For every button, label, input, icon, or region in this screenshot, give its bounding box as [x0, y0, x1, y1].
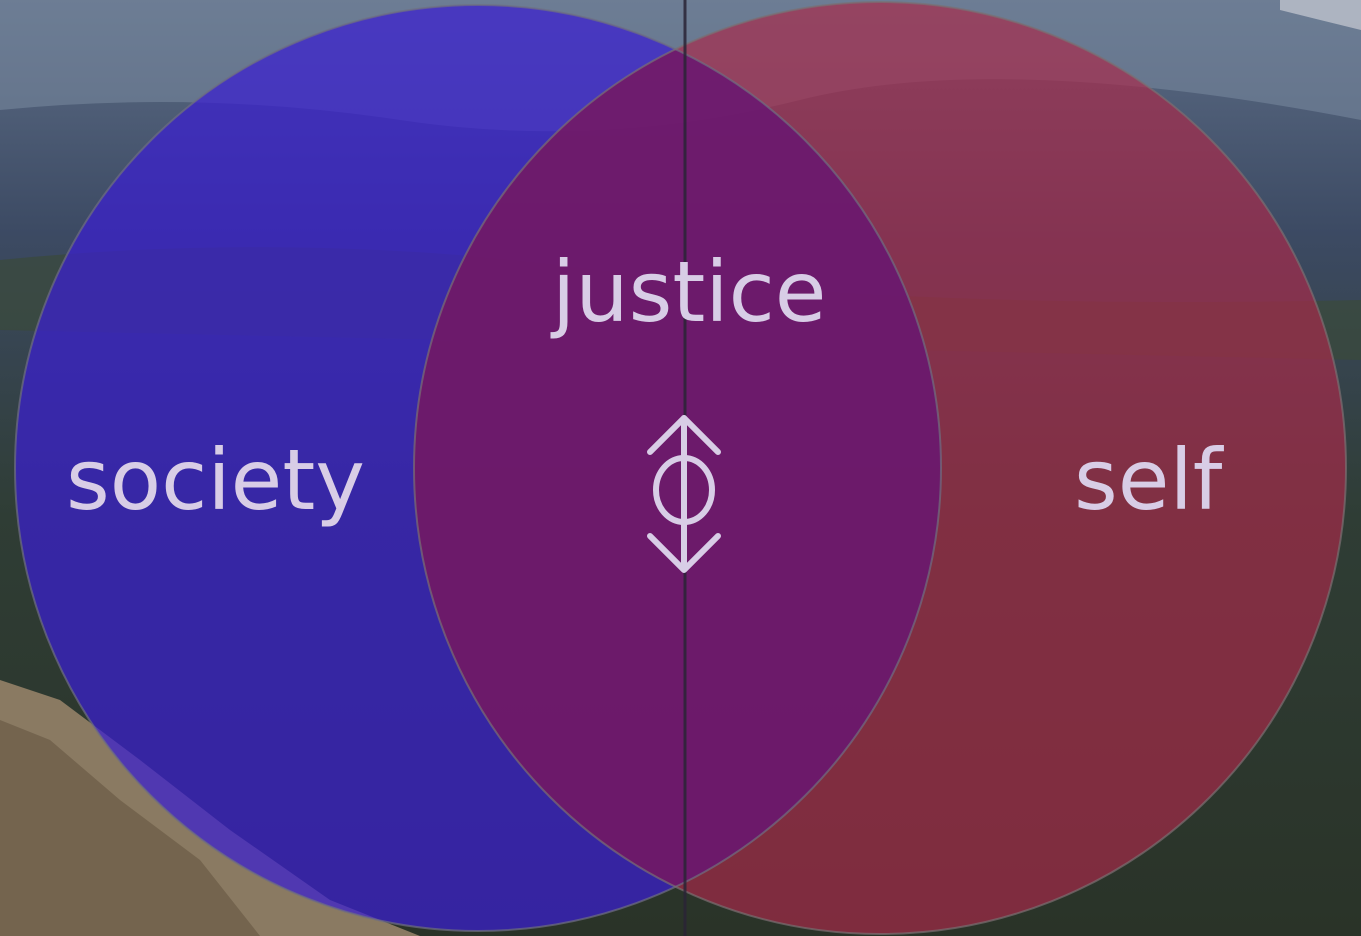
justice-label: justice — [552, 243, 827, 341]
self-label: self — [1074, 431, 1223, 529]
double-arrow-circle-icon — [647, 415, 721, 573]
rock-shadow — [0, 720, 260, 936]
right-circle-outline — [413, 1, 1347, 935]
snow-patch — [1280, 0, 1361, 30]
intersection-region — [414, 5, 941, 931]
left-circle-outline — [14, 4, 942, 932]
society-label: society — [66, 431, 366, 529]
